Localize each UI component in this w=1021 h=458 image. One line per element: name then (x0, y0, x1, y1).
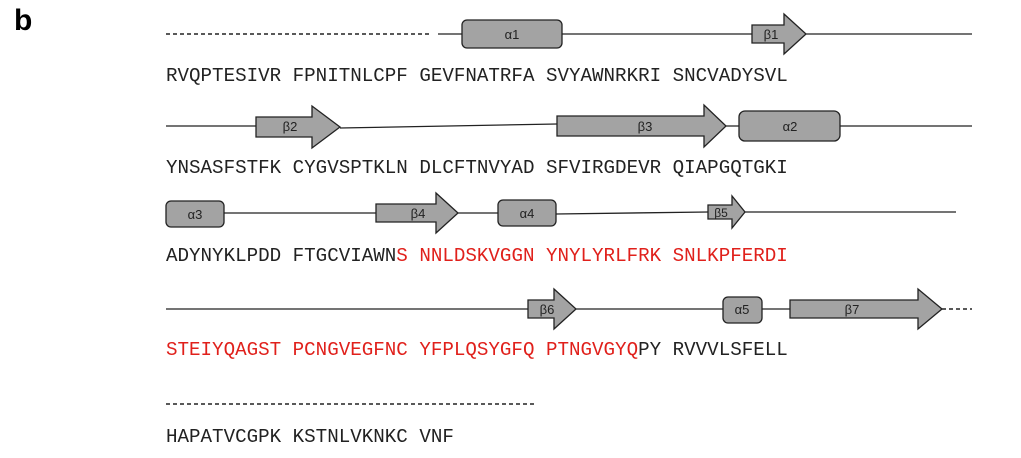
helix-alpha3: α3 (165, 200, 225, 228)
strand-beta5: β5 (707, 194, 746, 230)
helix-alpha2: α2 (738, 110, 841, 142)
backbone-line (339, 123, 558, 129)
helix-label: α3 (188, 207, 203, 222)
helix-label: α5 (735, 302, 750, 317)
panel-label: b (14, 4, 33, 37)
strand-beta7: β7 (789, 287, 944, 331)
sequence-segment: YNSASFSTFK CYGVSPTKLN DLCFTNVYAD SFVIRGD… (166, 157, 788, 179)
helix-label: α1 (505, 27, 520, 42)
helix-alpha5: α5 (722, 296, 763, 324)
sequence-segment: ADYNYKLPDD FTGCVIAWN (166, 245, 397, 267)
sequence-line-5: HAPATVCGPK KSTNLVKNKC VNF (166, 427, 454, 447)
strand-label: β2 (283, 119, 298, 134)
strand-label: β3 (638, 119, 653, 134)
strand-label: β4 (411, 206, 426, 221)
highlighted-sequence-segment: STEIYQAGST PCNGVEGFNC YFPLQSYGFQ PTNGVGY… (166, 339, 639, 361)
helix-alpha1: α1 (461, 19, 563, 49)
highlighted-sequence-segment: S NNLDSKVGGN YNYLYRLFRK SNLKPFERDI (396, 245, 788, 267)
strand-label: β6 (540, 302, 555, 317)
sequence-line-4: STEIYQAGST PCNGVEGFNC YFPLQSYGFQ PTNGVGY… (166, 340, 788, 360)
sequence-segment: PY RVVVLSFELL (638, 339, 788, 361)
sequence-line-2: YNSASFSTFK CYGVSPTKLN DLCFTNVYAD SFVIRGD… (166, 158, 788, 178)
helix-label: α4 (520, 206, 535, 221)
strand-beta2: β2 (255, 104, 342, 150)
strand-beta1: β1 (751, 12, 807, 56)
strand-beta6: β6 (527, 287, 577, 331)
backbone-line (555, 211, 709, 215)
strand-beta3: β3 (556, 103, 727, 149)
strand-beta4: β4 (375, 191, 459, 235)
strand-label: β1 (764, 27, 779, 42)
sequence-segment: RVQPTESIVR FPNITNLCPF GEVFNATRFA SVYAWNR… (166, 65, 788, 87)
helix-alpha4: α4 (497, 199, 557, 227)
helix-label: α2 (783, 119, 798, 134)
sequence-segment: HAPATVCGPK KSTNLVKNKC VNF (166, 426, 454, 448)
strand-label: β7 (845, 302, 860, 317)
strand-label: β5 (714, 206, 728, 220)
sequence-line-3: ADYNYKLPDD FTGCVIAWNS NNLDSKVGGN YNYLYRL… (166, 246, 788, 266)
sequence-line-1: RVQPTESIVR FPNITNLCPF GEVFNATRFA SVYAWNR… (166, 66, 788, 86)
